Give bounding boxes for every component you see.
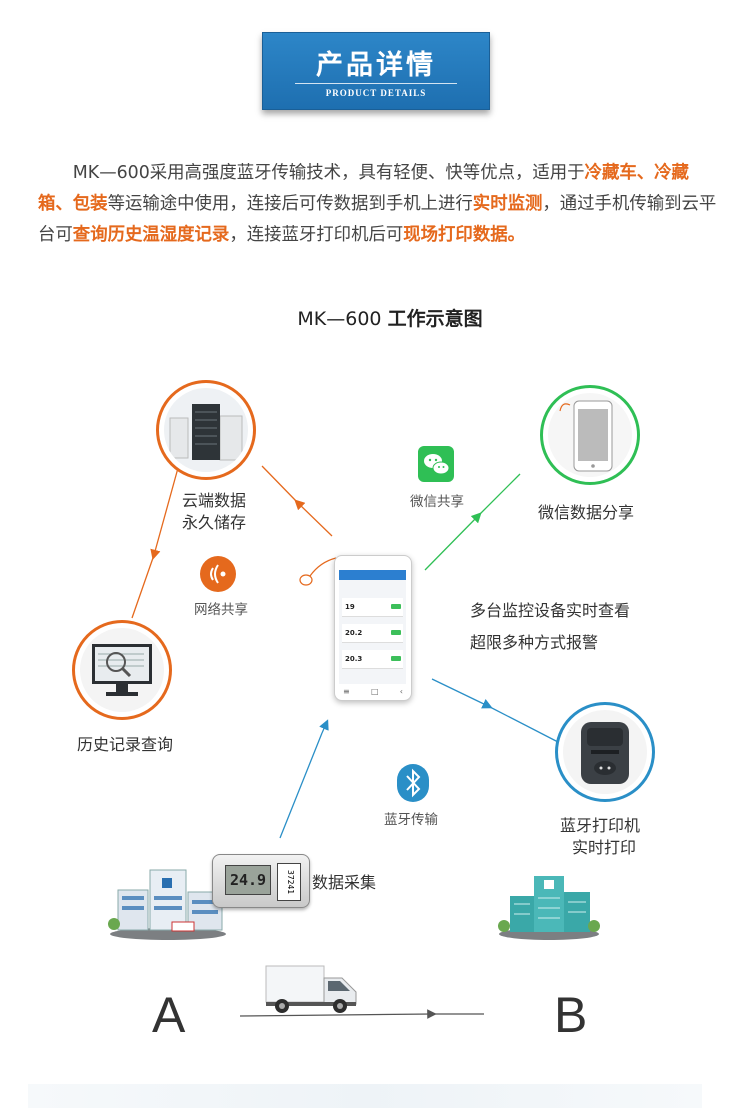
intro-paragraph: MK—600采用高强度蓝牙传输技术，具有轻便、快等优点，适用于冷藏车、冷藏箱、包… xyxy=(38,158,718,251)
diagram-title: MK—600 工作示意图 xyxy=(0,304,750,331)
data-collection-label: 数据采集 xyxy=(312,873,377,892)
network-share-label: 网络共享 xyxy=(194,602,248,618)
banner-divider xyxy=(295,83,457,84)
phone-reading-row: 20.2 xyxy=(342,624,403,643)
history-query-label: 历史记录查询 xyxy=(77,735,174,754)
point-b-label: B xyxy=(554,987,588,1043)
intro-highlight-3: 查询历史温湿度记录 xyxy=(72,225,230,245)
wechat-share-label: 微信数据分享 xyxy=(538,503,635,522)
home-icon: □ xyxy=(370,687,379,696)
phone-status-pill xyxy=(391,656,401,661)
diagram-title-rest: 工作示意图 xyxy=(387,308,483,330)
diagram-title-model: MK—600 xyxy=(297,308,382,330)
phone-status-pill xyxy=(391,604,401,609)
section-banner: 产品详情 PRODUCT DETAILS xyxy=(262,32,490,112)
phone-reading-value: 20.3 xyxy=(345,655,363,663)
phone-reading-row: 19 xyxy=(342,598,403,617)
arrow-phone-to-wechat xyxy=(424,473,521,571)
monitor-icon xyxy=(80,628,164,712)
bluetooth-label: 蓝牙传输 xyxy=(384,812,438,828)
history-query-circle xyxy=(72,620,172,720)
server-rack-icon xyxy=(164,388,248,472)
phone-reading-value: 20.2 xyxy=(345,629,363,637)
banner-subtitle: PRODUCT DETAILS xyxy=(325,88,427,98)
wechat-icon xyxy=(418,446,454,482)
printer-label-line-1: 蓝牙打印机 xyxy=(560,816,641,835)
intro-text-3: ，通过手机传输到云平台可 xyxy=(38,194,717,245)
intro-text-4: ，连接蓝牙打印机后可 xyxy=(229,225,404,245)
arrow-cloud-to-history xyxy=(131,467,179,619)
bluetooth-printer-label: 蓝牙打印机 实时打印 xyxy=(560,815,640,859)
bluetooth-icon xyxy=(397,764,429,802)
logger-lcd: 24.9 xyxy=(225,865,271,895)
point-a-label: A xyxy=(152,987,186,1043)
arrow-phone-to-cloud xyxy=(261,465,333,537)
intro-highlight-1: 冷藏车、冷藏箱、包装 xyxy=(38,163,689,214)
smartphone-icon xyxy=(548,393,632,477)
cloud-storage-label: 云端数据 永久储存 xyxy=(182,490,246,534)
intro-text-1: MK—600采用高强度蓝牙传输技术，具有轻便、快等优点，适用于 xyxy=(72,163,585,183)
hospital-a-illustration xyxy=(108,869,226,940)
banner-title: 产品详情 xyxy=(316,50,436,81)
intro-highlight-4: 现场打印数据。 xyxy=(403,225,525,245)
phone-reading-value: 19 xyxy=(345,603,355,611)
wechat-share-small-label: 微信共享 xyxy=(410,494,464,510)
intro-highlight-2: 实时监测 xyxy=(472,194,543,214)
data-logger-device: 24.9 37241 xyxy=(212,854,310,908)
intro-text-2: 等运输途中使用，连接后可传数据到手机上进行 xyxy=(107,194,473,214)
monitoring-line-1: 多台监控设备实时查看 xyxy=(470,601,631,620)
bottom-fade-strip xyxy=(28,1084,702,1108)
arrow-phone-to-printer xyxy=(431,678,559,743)
banner-box: 产品详情 PRODUCT DETAILS xyxy=(262,32,490,110)
monitoring-line-2: 超限多种方式报警 xyxy=(470,633,599,652)
refrigerated-truck-illustration xyxy=(265,965,357,1013)
bluetooth-printer-circle xyxy=(555,702,655,802)
phone-reading-row: 20.3 xyxy=(342,650,403,669)
monitoring-text: 多台监控设备实时查看 超限多种方式报警 xyxy=(470,595,630,659)
printer-label-line-2: 实时打印 xyxy=(572,838,637,857)
cloud-label-line-2: 永久储存 xyxy=(182,513,247,532)
central-smartphone: 19 20.2 20.3 ≡ □ ‹ xyxy=(334,555,412,701)
arrow-logger-to-phone xyxy=(279,719,329,839)
printer-icon xyxy=(563,710,647,794)
cloud-storage-circle xyxy=(156,380,256,480)
logger-id-strip: 37241 xyxy=(277,863,301,901)
network-share-icon xyxy=(200,556,236,592)
phone-screen: 19 20.2 20.3 xyxy=(339,570,406,684)
wechat-share-circle xyxy=(540,385,640,485)
arrow-a-to-b xyxy=(239,1009,484,1019)
hospital-b-illustration xyxy=(498,876,600,940)
back-icon: ‹ xyxy=(399,687,403,696)
menu-icon: ≡ xyxy=(343,687,350,696)
cloud-label-line-1: 云端数据 xyxy=(182,491,247,510)
phone-lanyard xyxy=(299,557,337,586)
phone-nav-bar: ≡ □ ‹ xyxy=(343,687,403,697)
phone-app-header xyxy=(339,570,406,580)
phone-status-pill xyxy=(391,630,401,635)
